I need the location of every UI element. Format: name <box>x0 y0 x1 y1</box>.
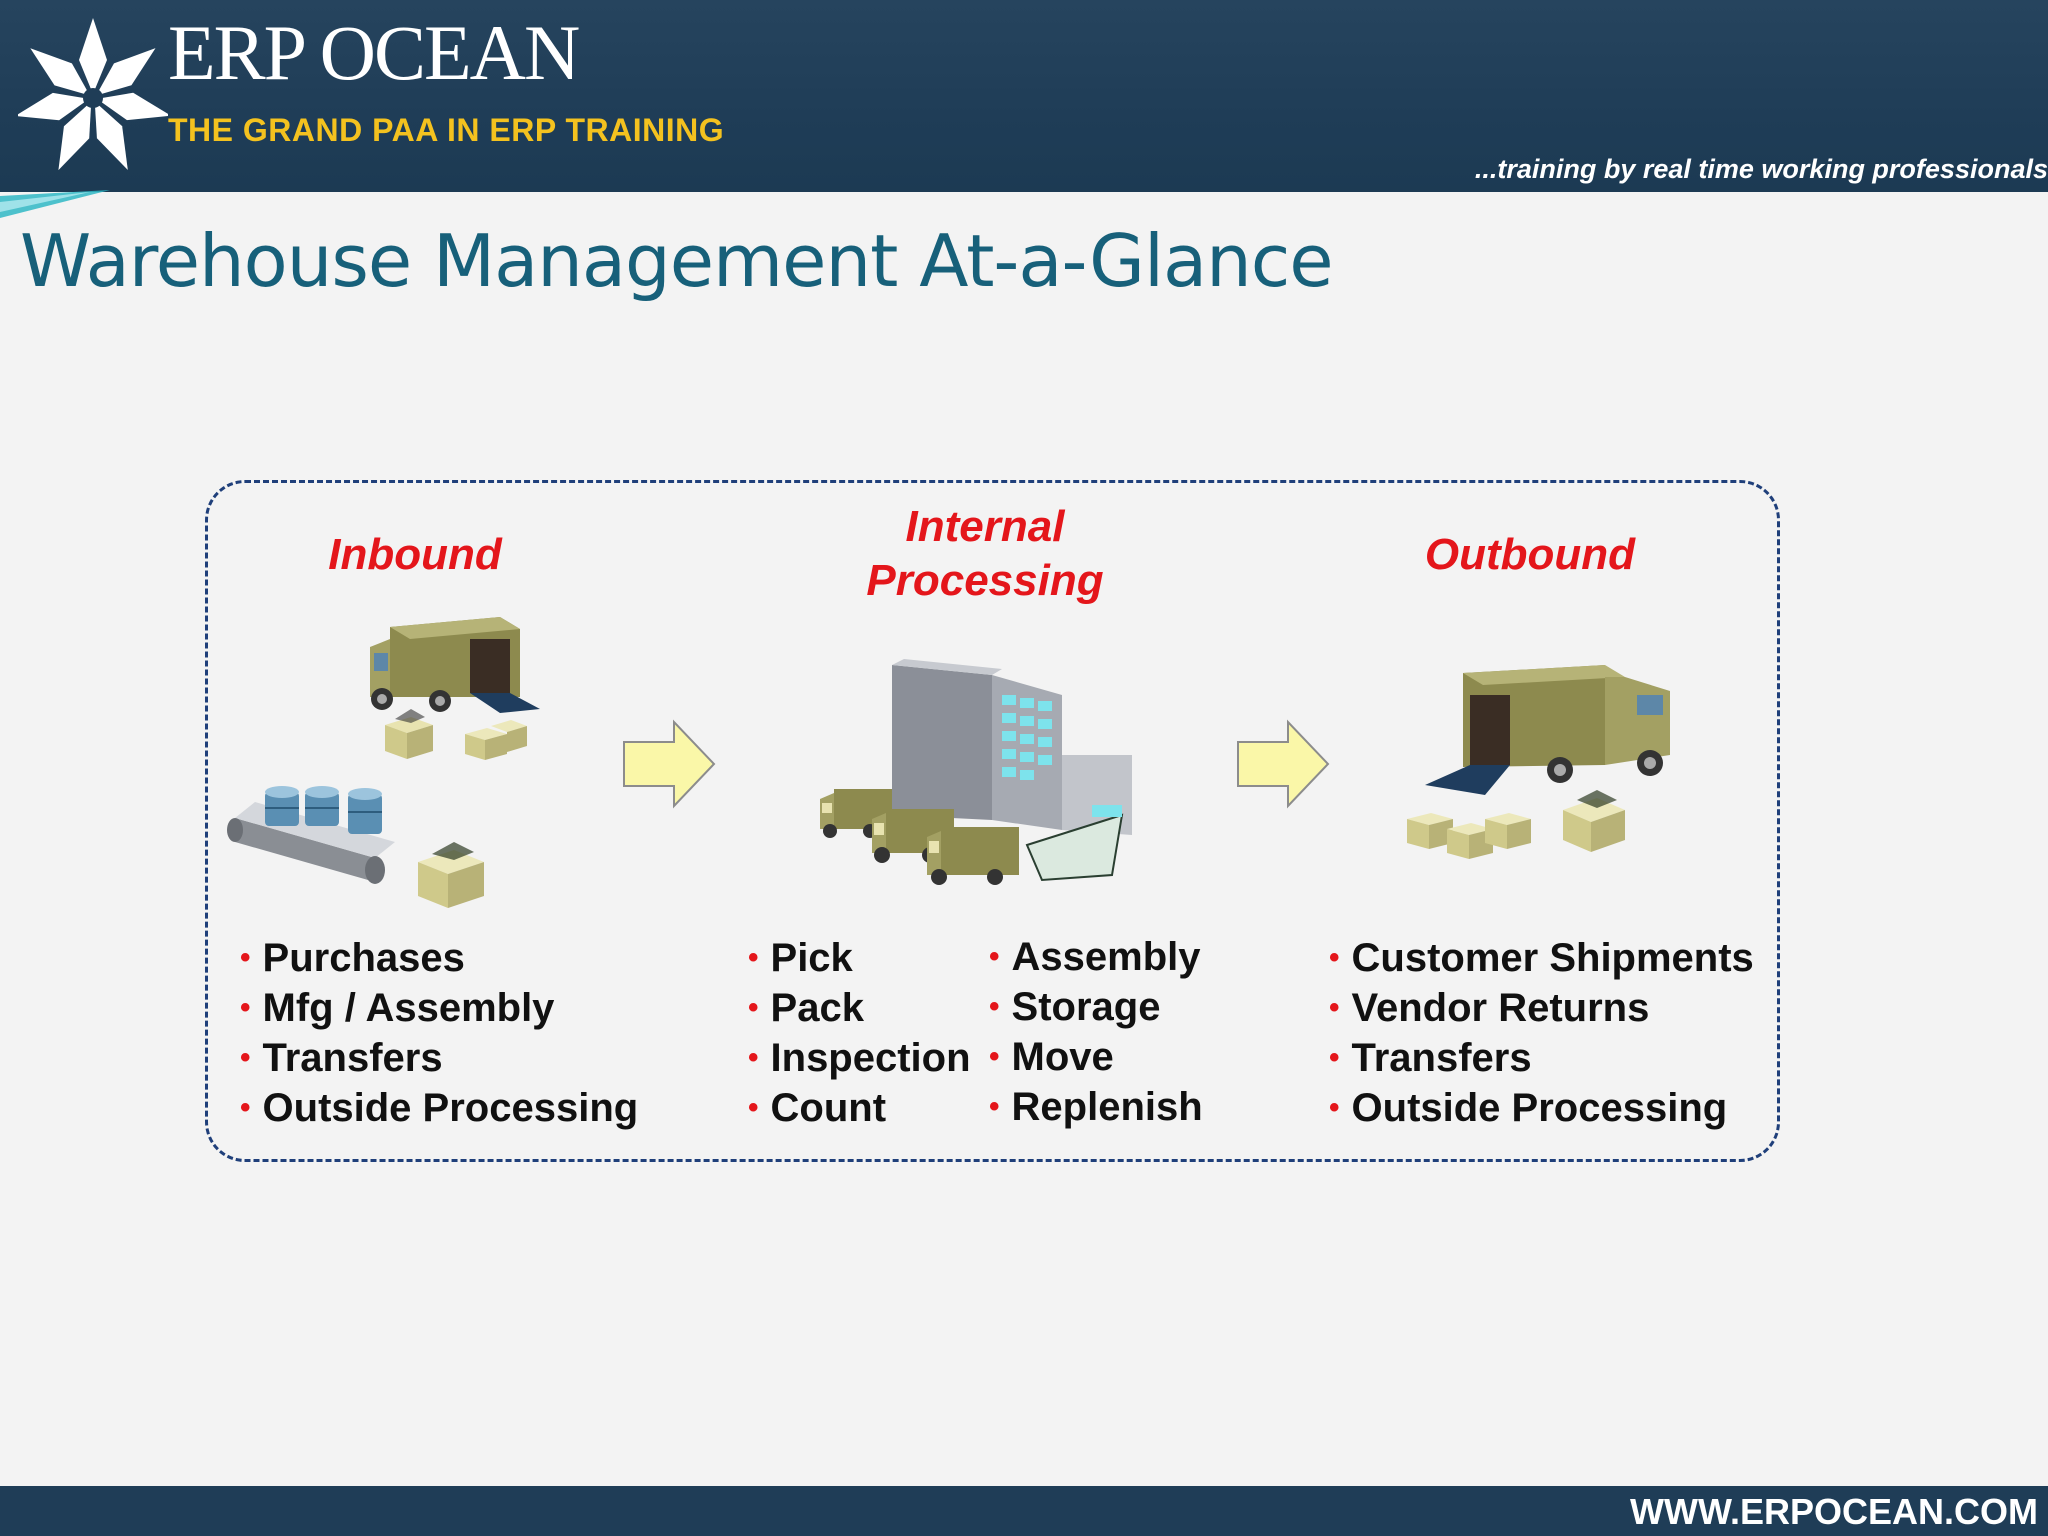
header-banner: ERP OCEAN THE GRAND PAA IN ERP TRAINING … <box>0 0 2048 192</box>
list-item: •Purchases <box>240 936 465 980</box>
internal-processing-heading: Internal Processing <box>835 500 1135 608</box>
internal-list-left: •Pick •Pack •Inspection •Count <box>748 933 971 1133</box>
list-item: •Mfg / Assembly <box>240 986 555 1030</box>
list-item: •Transfers <box>240 1036 443 1080</box>
list-item: •Pack <box>748 986 864 1030</box>
list-item: •Outside Processing <box>1329 1086 1728 1130</box>
brand-name: ERP OCEAN <box>168 9 580 96</box>
list-item: •Assembly <box>989 935 1201 979</box>
footer-website-url: WWW.ERPOCEAN.COM <box>1630 1491 2038 1532</box>
diagram-frame <box>205 480 1780 1162</box>
brand-tagline: THE GRAND PAA IN ERP TRAINING <box>168 112 725 148</box>
page-title: Warehouse Management At-a-Glance <box>20 219 1334 303</box>
list-item: •Pick <box>748 936 853 980</box>
arrow-right-icon <box>623 719 716 809</box>
list-item: •Storage <box>989 985 1161 1029</box>
list-item: •Count <box>748 1086 887 1130</box>
internal-list-right: •Assembly •Storage •Move •Replenish <box>989 932 1203 1132</box>
list-item: •Move <box>989 1035 1114 1079</box>
list-item: •Replenish <box>989 1085 1203 1129</box>
outbound-truck-boxes-icon <box>1407 665 1670 859</box>
inbound-truck-conveyor-icon <box>227 617 540 908</box>
inbound-heading: Inbound <box>328 530 502 579</box>
list-item: •Vendor Returns <box>1329 986 1650 1030</box>
list-item: •Transfers <box>1329 1036 1532 1080</box>
list-item: •Outside Processing <box>240 1086 639 1130</box>
warehouse-building-icon <box>820 659 1132 885</box>
header-swoosh-decoration <box>0 190 110 218</box>
list-item: •Inspection <box>748 1036 971 1080</box>
inbound-list: •Purchases •Mfg / Assembly •Transfers •O… <box>240 933 638 1133</box>
internal-heading-line1: Internal <box>905 502 1065 551</box>
outbound-heading: Outbound <box>1424 530 1636 579</box>
list-item: •Customer Shipments <box>1329 936 1754 980</box>
header-slogan: ...training by real time working profess… <box>1474 154 2048 184</box>
flower-logo-icon <box>18 18 168 171</box>
footer-bar: WWW.ERPOCEAN.COM <box>0 1486 2048 1536</box>
arrow-right-icon <box>1237 719 1330 809</box>
outbound-list: •Customer Shipments •Vendor Returns •Tra… <box>1329 933 1754 1133</box>
internal-heading-line2: Processing <box>866 556 1104 605</box>
